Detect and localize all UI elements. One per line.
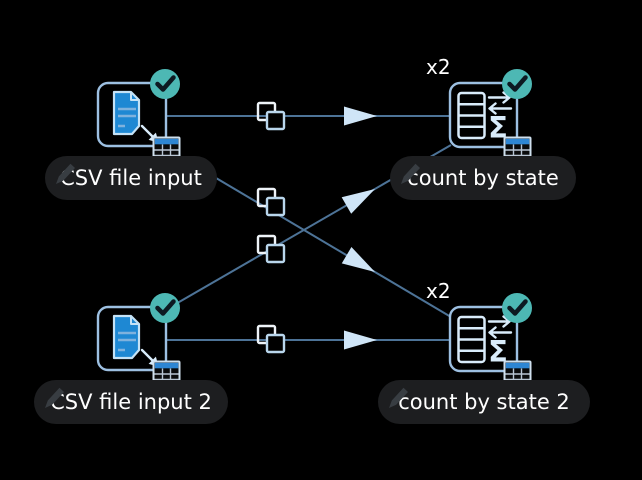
node-count-by-state-2[interactable]: Σ bbox=[448, 293, 532, 386]
flow-arrow-icon bbox=[341, 247, 375, 272]
node-count-by-state[interactable]: Σ bbox=[448, 69, 532, 162]
connection-csv2-to-count2[interactable] bbox=[166, 324, 450, 354]
flow-arrow-icon bbox=[341, 189, 375, 214]
status-check-icon bbox=[502, 69, 532, 99]
copy-icon bbox=[256, 187, 286, 217]
node-label-text: count by state 2 bbox=[398, 390, 570, 414]
table-output-icon[interactable] bbox=[152, 136, 181, 162]
count-transform-icon: Σ bbox=[457, 91, 513, 145]
status-check-icon bbox=[150, 293, 180, 323]
node-label-csv-file-input[interactable]: CSV file input bbox=[45, 156, 217, 200]
copy-icon bbox=[256, 234, 286, 264]
count-transform-icon: Σ bbox=[457, 315, 513, 369]
node-label-text: CSV file input 2 bbox=[50, 390, 212, 414]
edit-pencil-icon bbox=[45, 387, 64, 408]
edit-pencil-icon bbox=[401, 163, 420, 184]
connection-csv1-to-count1[interactable] bbox=[166, 101, 450, 131]
status-check-icon bbox=[502, 293, 532, 323]
node-csv-file-input[interactable] bbox=[96, 69, 181, 162]
csv-document-icon bbox=[112, 314, 141, 360]
sigma-glyph: Σ bbox=[488, 335, 508, 369]
sigma-glyph: Σ bbox=[488, 111, 508, 145]
node-csv-file-input-2[interactable] bbox=[96, 293, 181, 386]
status-check-icon bbox=[150, 69, 180, 99]
copy-icon bbox=[256, 101, 286, 131]
node-label-text: count by state bbox=[407, 166, 559, 190]
node-label-count-by-state-2[interactable]: count by state 2 bbox=[378, 380, 590, 424]
csv-document-icon bbox=[112, 90, 141, 136]
flow-arrow-icon bbox=[344, 106, 377, 126]
node-label-text: CSV file input bbox=[60, 166, 202, 190]
copy-icon bbox=[256, 324, 286, 354]
node-label-csv-file-input-2[interactable]: CSV file input 2 bbox=[34, 380, 228, 424]
edit-pencil-icon bbox=[56, 163, 75, 184]
multiplier-badge-count-by-state-2: x2 bbox=[426, 279, 451, 303]
node-label-count-by-state[interactable]: count by state bbox=[390, 156, 576, 200]
flow-arrow-icon bbox=[344, 330, 377, 350]
edit-pencil-icon bbox=[389, 387, 408, 408]
multiplier-badge-count-by-state: x2 bbox=[426, 55, 451, 79]
